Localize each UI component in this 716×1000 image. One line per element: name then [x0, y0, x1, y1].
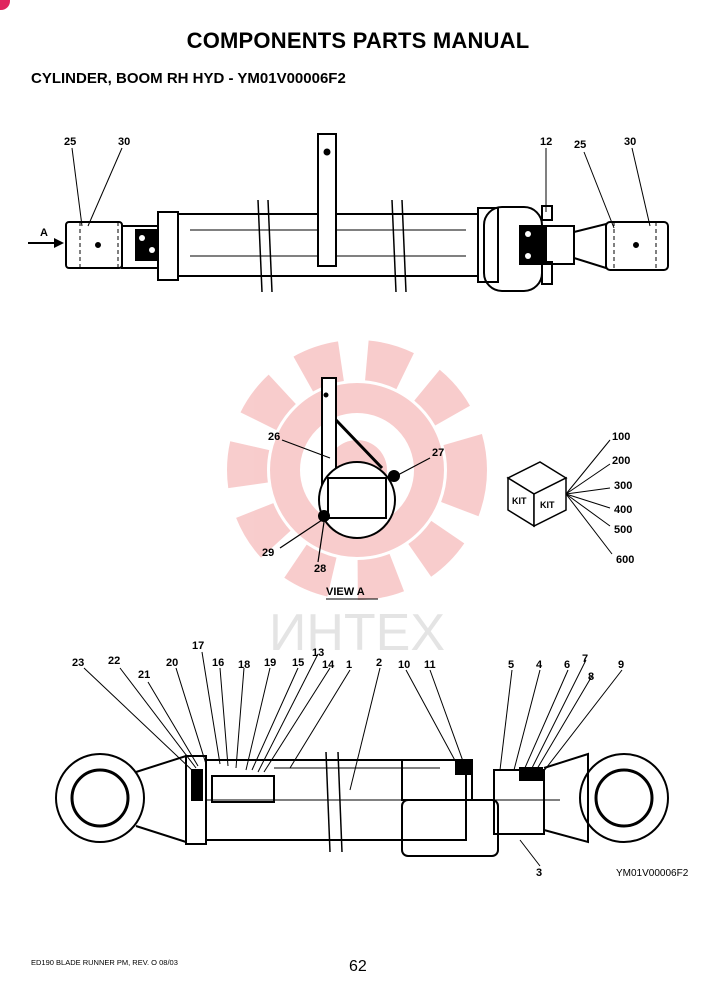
view-a-caption: VIEW A: [326, 586, 365, 598]
callout-28: 28: [314, 563, 326, 575]
callout-30-left: 30: [118, 136, 130, 148]
callout-100: 100: [612, 431, 630, 443]
callout-1: 1: [346, 659, 352, 671]
watermark-text: ИНТЕХ: [269, 604, 445, 662]
view-a-drawing: [318, 377, 400, 539]
callout-18: 18: [238, 659, 250, 671]
callout-13: 13: [312, 647, 324, 659]
drawing-number: YM01V00006F2: [616, 868, 689, 879]
kit-label-right: KIT: [540, 500, 555, 510]
callout-400: 400: [614, 504, 632, 516]
callout-21: 21: [138, 669, 150, 681]
callout-22: 22: [108, 655, 120, 667]
callout-11: 11: [424, 659, 436, 671]
callout-26: 26: [268, 431, 280, 443]
page-number: 62: [349, 958, 367, 975]
callout-200: 200: [612, 455, 630, 467]
callout-30-right: 30: [624, 136, 636, 148]
callout-8: 8: [588, 671, 594, 683]
kit-leaders: [565, 439, 613, 555]
callout-300: 300: [614, 480, 632, 492]
callout-12: 12: [540, 136, 552, 148]
footer-manual-id: ED190 BLADE RUNNER PM, REV. O 08/03: [31, 958, 178, 967]
callout-14: 14: [322, 659, 335, 671]
callout-29: 29: [262, 547, 274, 559]
callout-3: 3: [536, 867, 542, 879]
callout-19: 19: [264, 657, 276, 669]
callout-9: 9: [618, 659, 624, 671]
arrow-head-icon: [54, 238, 64, 248]
callout-16: 16: [212, 657, 224, 669]
corner-badge: [0, 0, 10, 10]
callout-4: 4: [536, 659, 543, 671]
page-title: COMPONENTS PARTS MANUAL: [186, 28, 530, 53]
page-subtitle: CYLINDER, BOOM RH HYD - YM01V00006F2: [31, 70, 346, 87]
top-leaders: [71, 147, 651, 229]
section-leaders: [83, 651, 623, 867]
callout-27: 27: [432, 447, 444, 459]
callout-6: 6: [564, 659, 570, 671]
section-view-drawing: [55, 751, 669, 857]
kit-box-icon: [506, 461, 568, 528]
arrow-label: A: [40, 227, 48, 239]
callout-600: 600: [616, 554, 634, 566]
callout-25-right: 25: [574, 139, 586, 151]
top-cylinder-view: [65, 133, 669, 293]
callout-7: 7: [582, 653, 588, 665]
view-a-leaders: [279, 439, 431, 563]
callout-15: 15: [292, 657, 304, 669]
callout-25-left: 25: [64, 136, 76, 148]
callout-10: 10: [398, 659, 410, 671]
callout-20: 20: [166, 657, 178, 669]
callout-23: 23: [72, 657, 84, 669]
callout-500: 500: [614, 524, 632, 536]
kit-label-left: KIT: [512, 496, 527, 506]
callout-17: 17: [192, 640, 204, 652]
callout-2: 2: [376, 657, 382, 669]
callout-5: 5: [508, 659, 514, 671]
